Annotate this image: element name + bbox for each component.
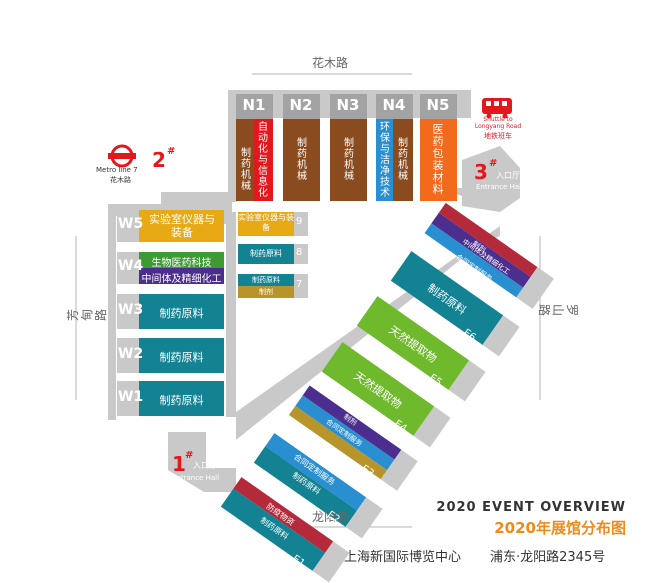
hall-n4-section-1: 环保与洁净技术 [380,122,390,199]
hall-7-section-1: 制药原料 [252,276,280,284]
venue-name: 上海新国际博览中心 [344,550,462,565]
hall-7-block-b[interactable] [238,286,294,298]
hall-9-section-1: 实验室仪器与装备 [238,213,294,232]
hall-n1-section-2: 制药机械 [241,148,251,192]
entrance-3-mark: # [489,158,498,169]
hall-8-id: 8 [296,247,303,258]
hall-w2-section-1: 制药原料 [159,351,204,364]
hall-n2-block[interactable] [283,119,320,201]
hall-n4-id: N4 [382,96,406,114]
west-halls [117,210,224,416]
hall-e2[interactable] [253,433,383,539]
hall-7-id: 7 [296,279,303,290]
hall-n3-block[interactable] [330,119,367,201]
hall-w3-id: W3 [118,302,144,318]
hall-e6[interactable] [390,251,520,357]
hall-w4-id: W4 [118,258,144,274]
south-road-label: 龙阳路 [312,510,349,524]
hall-8-section-1: 制药原料 [250,249,282,258]
east-road-label: 罗山路 [537,304,579,317]
north-halls [236,94,457,201]
hall-e5[interactable] [356,296,486,402]
metro-station-label: 花木路 [110,176,131,184]
hall-e4[interactable] [321,342,451,448]
entrance-1-mark: # [185,450,194,461]
west-road-label: 芳甸路 [66,308,108,321]
east-halls [220,202,554,583]
overview-title-cn: 2020年展馆分布图 [494,519,626,537]
hall-n4-number-box [376,94,413,119]
hall-w5-block[interactable] [139,210,224,242]
entrance-2-label-cn: 入口厅 [174,159,198,168]
shuttle-label-cn: 地铁班车 [484,132,512,140]
hall-w3-block[interactable] [139,294,224,329]
hall-w4-section-1: 生物医药科技 [151,258,212,269]
entrance-2-mark: # [167,146,176,157]
entrance-2-number: 2 [152,148,166,172]
hall-w3-section-1: 制药原料 [159,307,204,320]
hall-n3-section-1: 制药机械 [344,138,354,182]
entrance-3-number: 3 [474,160,488,184]
entrance-3-label-en: Entrance Hall [476,183,524,191]
hall-e3[interactable] [288,385,418,491]
hall-7-block-a[interactable] [238,274,294,286]
entrance-1-number: 1 [172,452,186,476]
metro-line-label: Metro line 7 [96,166,138,174]
hall-n1-number-box [236,94,273,119]
hall-e7[interactable] [424,202,554,309]
hall-n2-number-box [283,94,320,119]
hall-n1-id: N1 [242,96,266,114]
hall-n5-block[interactable] [420,119,457,201]
hall-n1-section-1: 自动化与信息化 [258,122,268,199]
hall-w4-section-2: 中间体及精细化工 [141,274,222,285]
overview-title-en: 2020 EVENT OVERVIEW [436,500,626,515]
hall-n4-section-2: 制药机械 [398,138,408,182]
small-halls [238,212,308,298]
hall-9-block[interactable] [238,212,294,236]
hall-w1-id: W1 [118,389,144,405]
shuttle-bus-icon [482,98,512,119]
hall-n5-id: N5 [426,96,450,114]
hall-w1-block[interactable] [139,381,224,416]
hall-7-section-2: 制剂 [259,288,273,296]
hall-w5-section-1: 实验室仪器与装备 [149,213,215,239]
hall-w1-section-1: 制药原料 [159,394,204,407]
hall-n3-id: N3 [336,96,360,114]
hall-w2-block[interactable] [139,338,224,373]
hall-n3-number-box [330,94,367,119]
entrance-1-label-cn: 入口厅 [193,461,217,470]
hall-n2-section-1: 制药机械 [297,138,307,182]
hall-w4-chem-block[interactable] [139,268,224,284]
venue-address: 浦东·龙阳路2345号 [490,550,606,565]
entrance-1-label-en: Entrance Hall [172,474,220,482]
entrance-2-label-en: Entrance Hall [163,172,211,180]
hall-9-id: 9 [296,216,303,227]
metro-icon [108,144,136,168]
shuttle-label-en: Shuttle to Longyang Road [474,116,522,130]
hall-e1[interactable] [220,477,350,583]
hall-w4-bio-block[interactable] [139,252,224,268]
north-road-label: 花木路 [312,56,349,70]
hall-n5-number-box [420,94,457,119]
hall-w5-id: W5 [118,216,144,232]
entrance-3-label-cn: 入口厅 [496,171,520,180]
hall-n5-section-1: 医药包装材料 [432,123,444,196]
hall-n4-env-stripe [376,119,393,201]
hall-w2-id: W2 [118,346,144,362]
hall-8-block[interactable] [238,244,294,264]
hall-n1-automation-stripe [254,119,273,201]
hall-n2-id: N2 [289,96,313,114]
